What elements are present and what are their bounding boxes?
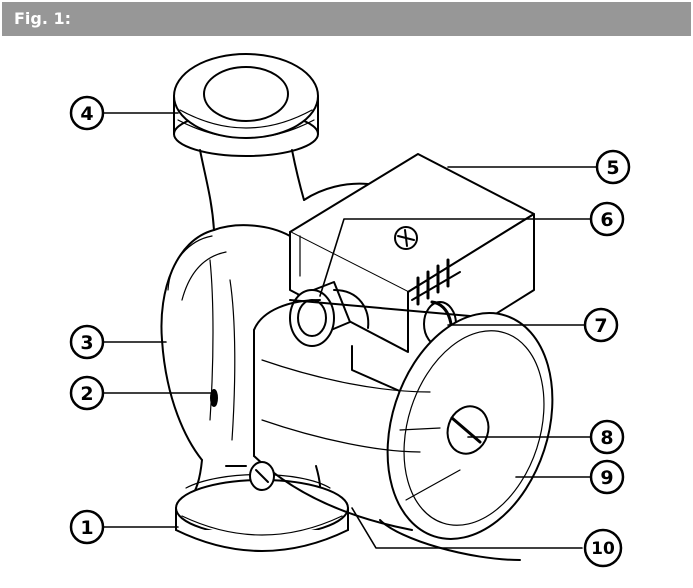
svg-text:3: 3 (80, 332, 93, 354)
svg-text:2: 2 (80, 383, 93, 405)
svg-text:1: 1 (80, 517, 93, 539)
svg-text:5: 5 (606, 157, 619, 179)
top-flange (173, 53, 319, 157)
callout-8: 8 (589, 419, 625, 455)
callout-6: 6 (589, 201, 625, 237)
svg-text:7: 7 (594, 315, 607, 337)
svg-text:8: 8 (600, 427, 613, 449)
bottom-nut (225, 461, 275, 491)
svg-text:9: 9 (600, 467, 613, 489)
callout-10: 10 (583, 528, 623, 568)
callout-5: 5 (595, 149, 631, 185)
motor-housing (253, 299, 554, 561)
callout-9: 9 (589, 459, 625, 495)
figure-title: Fig. 1: (14, 9, 72, 28)
svg-text:4: 4 (80, 103, 93, 125)
callout-2: 2 (69, 375, 105, 411)
callout-3: 3 (69, 324, 105, 360)
leader-lines (103, 112, 597, 549)
cable-gland (289, 281, 370, 347)
figure-title-bar: Fig. 1: (2, 2, 691, 36)
callout-4: 4 (69, 95, 105, 131)
callout-1: 1 (69, 509, 105, 545)
svg-text:10: 10 (591, 539, 615, 559)
callout-7: 7 (583, 307, 619, 343)
pump-housing (160, 149, 369, 461)
leader-6 (319, 218, 591, 297)
leader-10 (351, 507, 583, 549)
svg-text:6: 6 (600, 209, 613, 231)
